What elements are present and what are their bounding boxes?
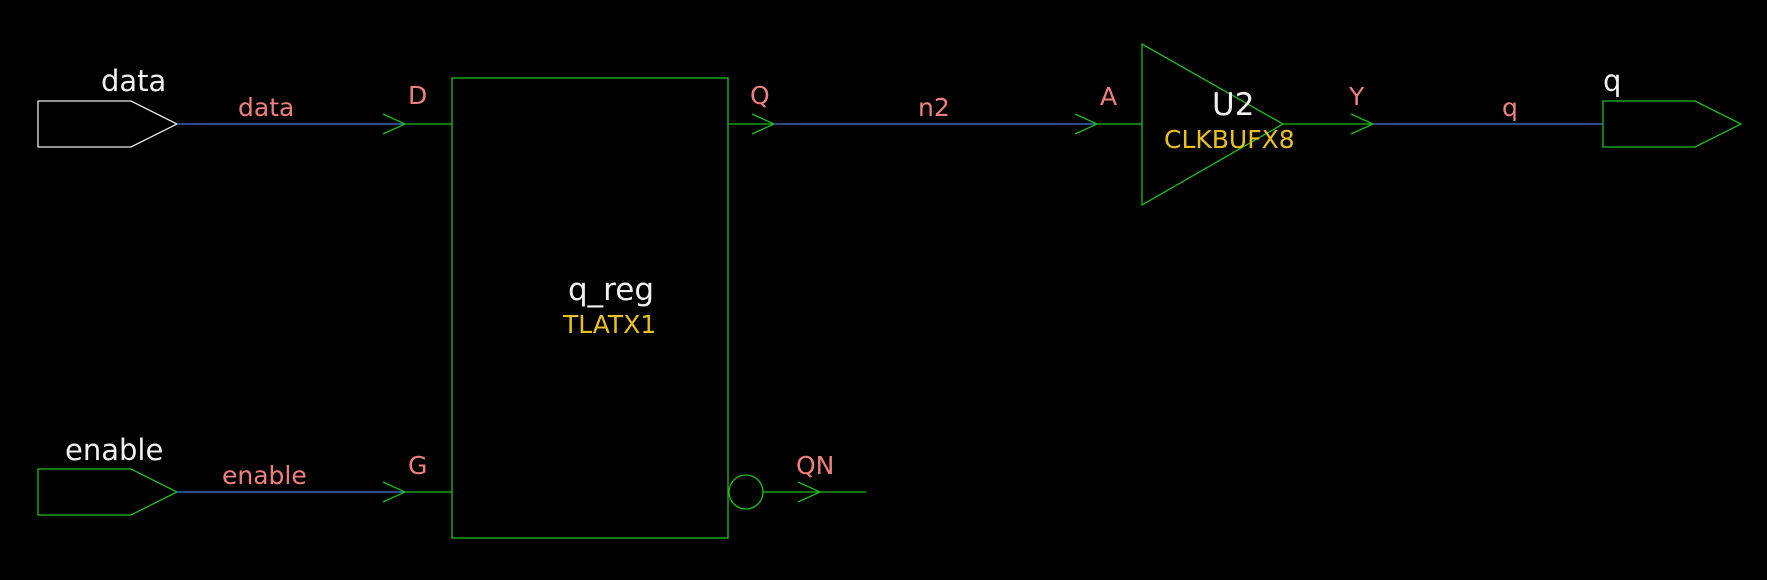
net-data[interactable]: data: [177, 93, 452, 135]
output-port-q[interactable]: q: [1602, 64, 1743, 148]
net-data-label: data: [238, 93, 294, 122]
net-n2[interactable]: n2: [728, 93, 1142, 135]
input-port-data[interactable]: data: [37, 64, 179, 148]
input-port-data-label: data: [101, 64, 166, 98]
net-n2-label: n2: [918, 93, 950, 122]
output-port-q-label: q: [1603, 64, 1621, 98]
pin-label-qn: QN: [796, 451, 834, 480]
instance-q_reg-body[interactable]: [451, 77, 729, 539]
instance-U2-body[interactable]: [1141, 42, 1285, 207]
input-port-enable-symbol[interactable]: [37, 468, 179, 516]
output-port-q-symbol[interactable]: [1602, 100, 1743, 148]
instance-q_reg[interactable]: D G Q QN q_reg TLATX1: [408, 77, 866, 539]
instance-U2[interactable]: A Y U2 CLKBUFX8: [1100, 42, 1365, 207]
net-enable-label: enable: [222, 461, 307, 490]
input-port-enable-label: enable: [65, 433, 163, 467]
net-enable[interactable]: enable: [177, 461, 452, 503]
pin-label-d: D: [408, 81, 427, 110]
qn-inversion-bubble: [728, 474, 764, 510]
instance-U2-cell: CLKBUFX8: [1164, 125, 1295, 154]
net-q-label: q: [1502, 93, 1518, 122]
input-port-enable[interactable]: enable: [37, 433, 179, 516]
net-q[interactable]: q: [1283, 93, 1603, 135]
instance-q_reg-cell: TLATX1: [562, 310, 656, 339]
pin-label-g: G: [408, 451, 427, 480]
input-port-data-symbol[interactable]: [37, 100, 179, 148]
pin-label-q: Q: [750, 81, 770, 110]
instance-U2-name: U2: [1212, 87, 1254, 123]
pin-arrow-qn: [797, 481, 822, 503]
pin-label-y: Y: [1348, 82, 1365, 111]
pin-label-a: A: [1100, 82, 1117, 111]
instance-q_reg-name: q_reg: [568, 272, 654, 308]
